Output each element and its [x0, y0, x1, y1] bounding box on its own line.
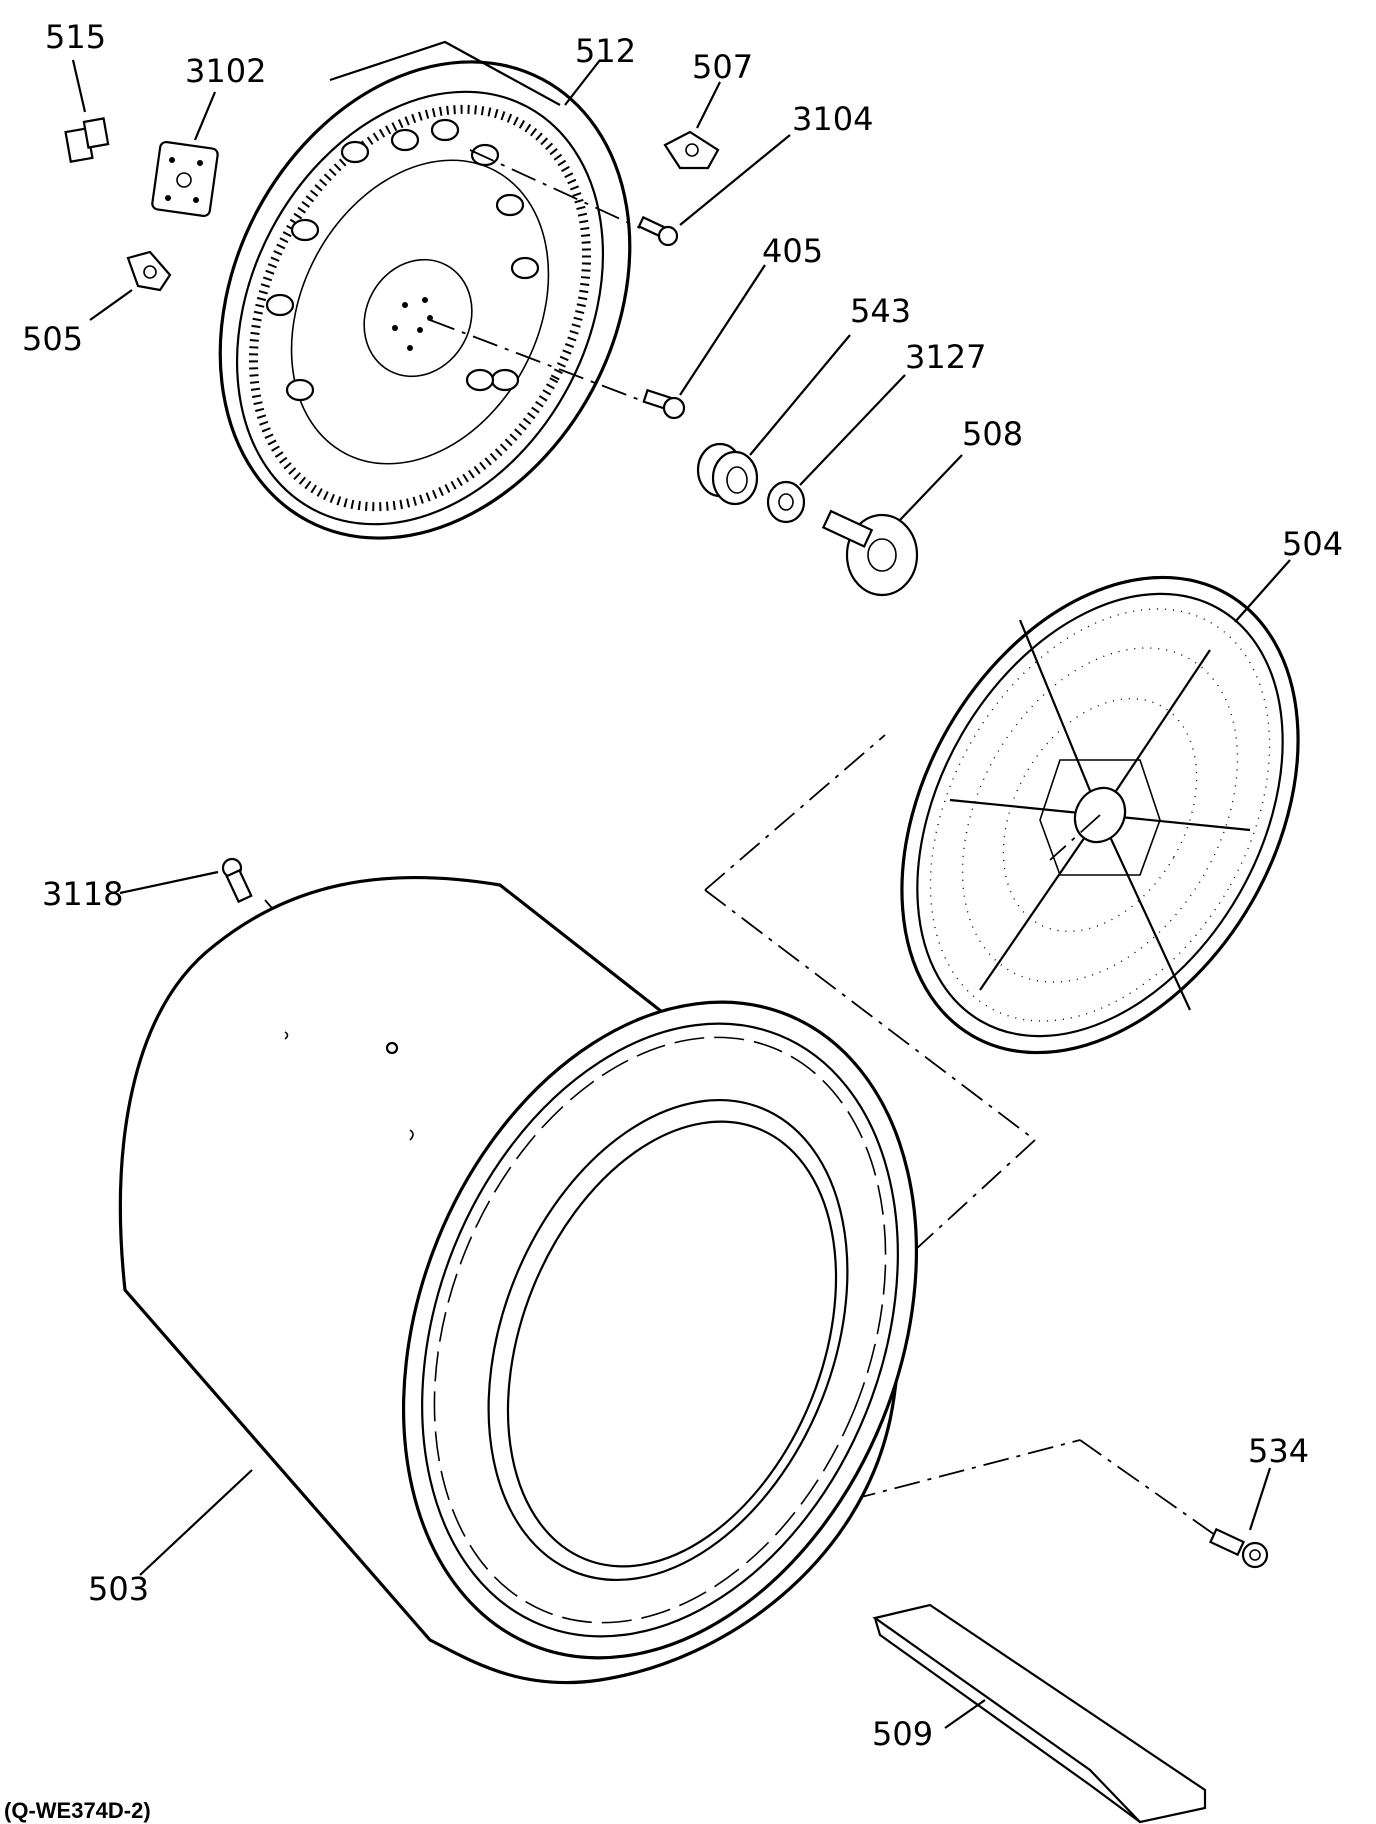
label-3127: 3127	[905, 338, 986, 376]
part-543-bushing	[696, 334, 851, 506]
hub-holes	[392, 297, 433, 351]
label-3118: 3118	[42, 875, 123, 913]
part-3118-bolt	[119, 857, 253, 904]
label-3102: 3102	[185, 52, 266, 90]
drum-503	[118, 875, 918, 1685]
label-507: 507	[692, 48, 753, 86]
part-534-bolt	[1208, 1467, 1272, 1569]
rear-bulkhead-512	[218, 40, 632, 540]
part-507-bearing	[663, 81, 721, 170]
label-3104: 3104	[792, 100, 873, 138]
part-3127-washer	[766, 374, 906, 524]
part-405-screw	[429, 264, 766, 420]
baffle-509	[872, 1603, 1207, 1824]
label-512: 512	[575, 32, 636, 70]
label-515: 515	[45, 18, 106, 56]
label-405: 405	[762, 232, 823, 270]
part-3102-plate	[151, 91, 219, 218]
label-508: 508	[962, 415, 1023, 453]
label-503: 503	[88, 1570, 149, 1608]
roller-supports	[265, 118, 540, 402]
label-505: 505	[22, 320, 83, 358]
diagram-reference-code: (Q-WE374D-2)	[4, 1798, 151, 1823]
label-504: 504	[1282, 525, 1343, 563]
part-3104-screw	[469, 134, 791, 247]
part-labels: 515 3102 512 507 3104 505 405 543 3127 5…	[22, 18, 1343, 1753]
label-534: 534	[1248, 1432, 1309, 1470]
label-543: 543	[850, 292, 911, 330]
part-508-shaft	[821, 454, 963, 597]
part-515-clip	[64, 59, 110, 163]
drum-back-panel-504	[900, 559, 1300, 1055]
part-505-bearing	[89, 250, 172, 321]
label-509: 509	[872, 1715, 933, 1753]
